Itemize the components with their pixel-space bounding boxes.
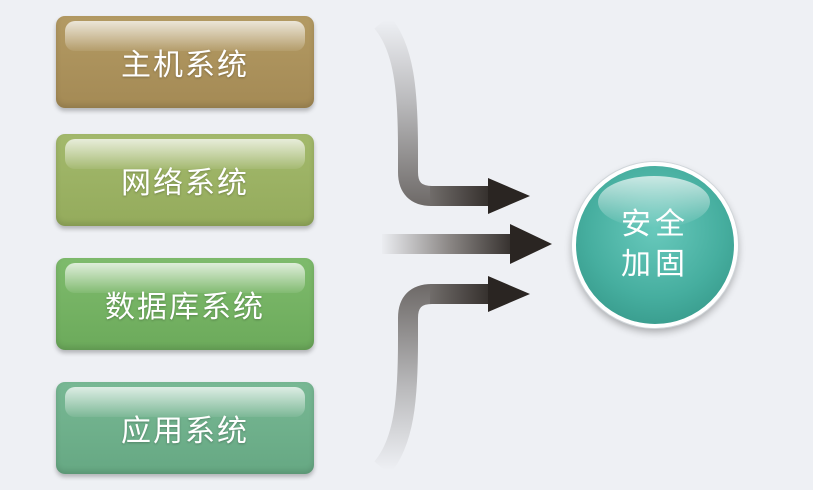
box-gloss bbox=[65, 139, 305, 169]
arrow-middle-head bbox=[510, 224, 552, 264]
target-line-2: 加固 bbox=[621, 247, 689, 282]
box-gloss bbox=[65, 387, 305, 417]
application-system-box: 应用系统 bbox=[56, 382, 314, 474]
arrow-top-head bbox=[488, 178, 530, 214]
database-system-label: 数据库系统 bbox=[105, 290, 265, 325]
database-system-box: 数据库系统 bbox=[56, 258, 314, 350]
security-hardening-label: 安全 加固 bbox=[621, 205, 689, 285]
network-system-box: 网络系统 bbox=[56, 134, 314, 226]
circle-shine bbox=[598, 176, 710, 228]
application-system-label: 应用系统 bbox=[121, 414, 249, 449]
arrow-bottom-stem bbox=[374, 284, 433, 475]
security-hardening-circle: 安全 加固 bbox=[572, 162, 738, 328]
host-system-label: 主机系统 bbox=[121, 48, 249, 83]
arrow-bottom-head bbox=[488, 276, 530, 312]
box-gloss bbox=[65, 263, 305, 293]
host-system-box: 主机系统 bbox=[56, 16, 314, 108]
target-line-1: 安全 bbox=[621, 207, 689, 242]
arrow-top-stem bbox=[374, 15, 433, 206]
network-system-label: 网络系统 bbox=[121, 166, 249, 201]
box-gloss bbox=[65, 21, 305, 51]
